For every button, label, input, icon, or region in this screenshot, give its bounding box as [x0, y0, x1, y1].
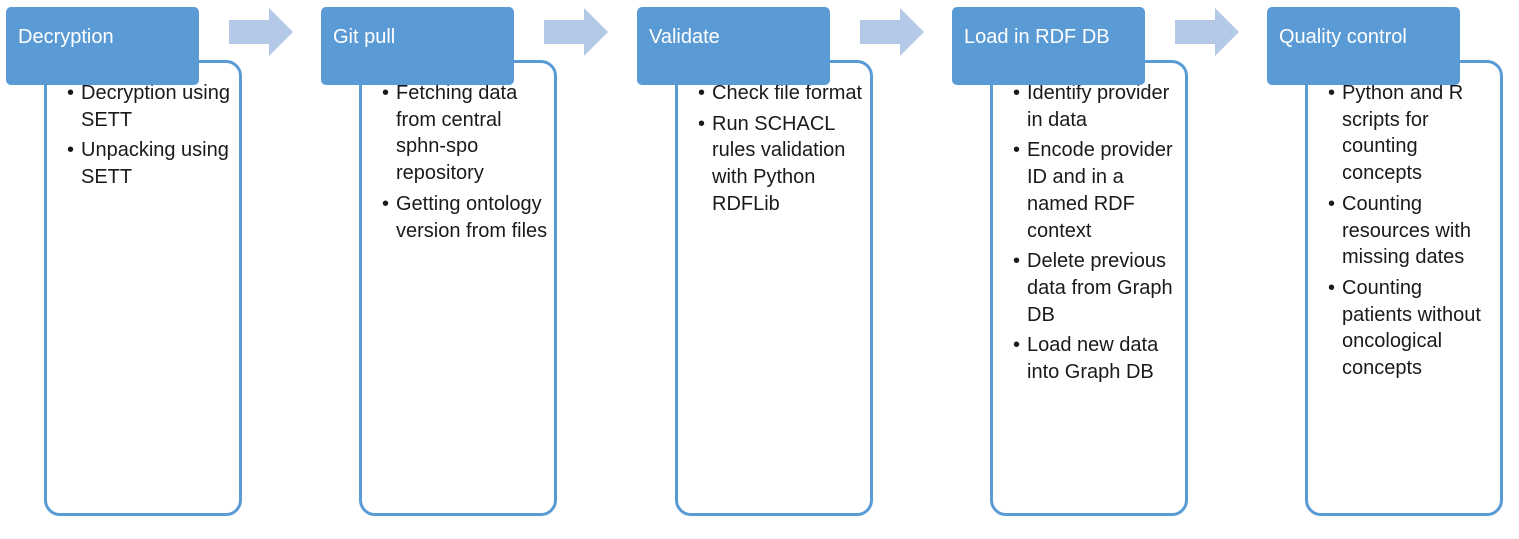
- stage-header: Git pull: [321, 7, 514, 85]
- bullet-icon: •: [67, 82, 75, 104]
- bullet-text: Unpacking using SETT: [81, 139, 229, 189]
- right-arrow-icon: [1175, 8, 1239, 56]
- bullet-list: • Python and R scripts for counting conce…: [1328, 80, 1494, 386]
- bullet-text: Counting resources with missing dates: [1342, 192, 1471, 269]
- bullet-item: • Counting patients without oncological c…: [1328, 275, 1494, 382]
- stage-header: Quality control: [1267, 7, 1460, 85]
- stage-title: Decryption: [18, 26, 114, 48]
- stage-details-box: • Fetching data from central sphn-spo rep…: [359, 60, 557, 516]
- bullet-text: Check file format: [712, 82, 863, 104]
- stage-git-pull: • Fetching data from central sphn-spo rep…: [315, 0, 615, 539]
- bullet-item: • Counting resources with missing dates: [1328, 191, 1494, 271]
- right-arrow-icon: [860, 8, 924, 56]
- bullet-icon: •: [1013, 334, 1021, 357]
- stage-header: Validate: [637, 7, 830, 85]
- bullet-item: • Unpacking using SETT: [67, 137, 233, 190]
- bullet-icon: •: [1328, 192, 1336, 215]
- right-arrow-icon: [229, 8, 293, 56]
- stage-title: Load in RDF DB: [964, 26, 1110, 48]
- bullet-item: • Run SCHACL rules validation with Python…: [698, 111, 864, 218]
- bullet-text: Getting ontology version from files: [396, 192, 548, 242]
- stage-details-box: • Decryption using SETT • Unpacking using …: [44, 60, 242, 516]
- bullet-text: Decryption using SETT: [81, 82, 230, 131]
- bullet-list: • Decryption using SETT • Unpacking using …: [67, 80, 233, 195]
- bullet-item: • Python and R scripts for counting conce…: [1328, 80, 1494, 187]
- bullet-text: Fetching data from central sphn-spo repo…: [396, 82, 518, 185]
- stage-header: Load in RDF DB: [952, 7, 1145, 85]
- bullet-icon: •: [698, 112, 706, 135]
- bullet-text: Counting patients without oncological co…: [1342, 276, 1481, 380]
- stage-details-box: • Identify provider in data • Encode provi…: [990, 60, 1188, 516]
- bullet-item: • Encode provider ID and in a named RDF c…: [1013, 137, 1179, 244]
- bullet-text: Encode provider ID and in a named RDF co…: [1027, 139, 1173, 242]
- bullet-text: Python and R scripts for counting concep…: [1342, 82, 1464, 185]
- bullet-item: • Decryption using SETT: [67, 80, 233, 133]
- bullet-icon: •: [1013, 139, 1021, 162]
- bullet-text: Delete previous data from Graph DB: [1027, 250, 1173, 326]
- bullet-list: • Check file format • Run SCHACL rules val…: [698, 80, 864, 222]
- bullet-item: • Fetching data from central sphn-spo rep…: [382, 80, 548, 187]
- bullet-icon: •: [1013, 82, 1021, 104]
- stage-details-box: • Python and R scripts for counting conce…: [1305, 60, 1503, 516]
- stage-title: Validate: [649, 26, 720, 48]
- stage-validate: • Check file format • Run SCHACL rules val…: [631, 0, 931, 539]
- bullet-icon: •: [1013, 250, 1021, 273]
- bullet-list: • Fetching data from central sphn-spo rep…: [382, 80, 548, 248]
- stage-header: Decryption: [6, 7, 199, 85]
- stage-title: Git pull: [333, 26, 396, 48]
- bullet-icon: •: [382, 82, 390, 104]
- stage-decryption: • Decryption using SETT • Unpacking using …: [0, 0, 300, 539]
- stage-quality-control: • Python and R scripts for counting conce…: [1261, 0, 1519, 539]
- bullet-text: Identify provider in data: [1027, 82, 1170, 131]
- bullet-item: • Delete previous data from Graph DB: [1013, 248, 1179, 328]
- right-arrow-icon: [544, 8, 608, 56]
- bullet-item: • Identify provider in data: [1013, 80, 1179, 133]
- bullet-text: Run SCHACL rules validation with Python …: [712, 112, 846, 215]
- bullet-icon: •: [1328, 82, 1336, 104]
- bullet-icon: •: [382, 192, 390, 215]
- bullet-icon: •: [67, 139, 75, 162]
- bullet-icon: •: [1328, 276, 1336, 299]
- bullet-list: • Identify provider in data • Encode provi…: [1013, 80, 1179, 390]
- stage-details-box: • Check file format • Run SCHACL rules val…: [675, 60, 873, 516]
- stage-title: Quality control: [1279, 26, 1407, 48]
- bullet-item: • Check file format: [698, 80, 864, 107]
- bullet-text: Load new data into Graph DB: [1027, 334, 1159, 384]
- bullet-item: • Getting ontology version from files: [382, 191, 548, 244]
- bullet-icon: •: [698, 82, 706, 104]
- bullet-item: • Load new data into Graph DB: [1013, 332, 1179, 385]
- stage-load-in-rdf-db: • Identify provider in data • Encode provi…: [946, 0, 1246, 539]
